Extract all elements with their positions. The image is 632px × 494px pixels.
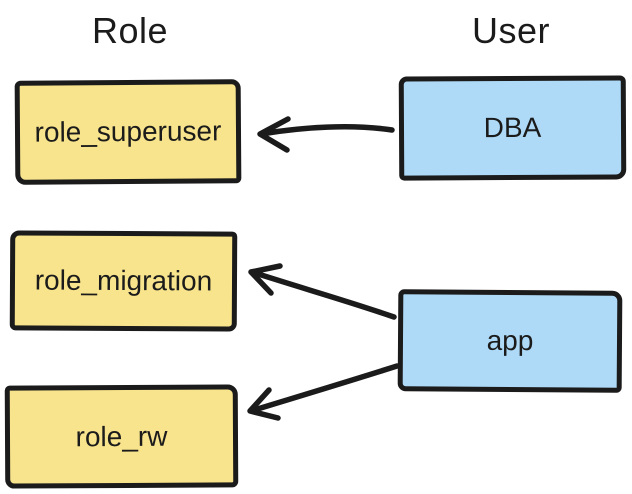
column-title-role: Role [91, 10, 169, 51]
node-user-dba-label: DBA [483, 111, 542, 144]
node-user-dba: DBA [398, 75, 627, 181]
node-user-app-label: app [486, 324, 534, 357]
arrow-line [248, 363, 400, 414]
arrow-dba-to-role-superuser [257, 116, 395, 153]
arrow-line [258, 124, 395, 137]
node-role-superuser: role_superuser [14, 79, 242, 185]
node-role-rw: role_rw [4, 384, 239, 489]
node-role-superuser-label: role_superuser [34, 115, 222, 148]
node-role-migration: role_migration [9, 230, 238, 332]
arrow-app-to-role-rw [247, 363, 400, 421]
column-title-user: User [471, 10, 550, 51]
arrowhead-icon [257, 116, 291, 153]
node-role-rw-label: role_rw [75, 420, 168, 452]
arrowhead-icon [247, 387, 281, 421]
arrowhead-icon [248, 263, 283, 296]
arrow-app-to-role-migration [248, 263, 397, 320]
arrow-line [249, 269, 397, 320]
node-role-migration-label: role_migration [34, 264, 213, 297]
node-user-app: app [397, 289, 623, 393]
